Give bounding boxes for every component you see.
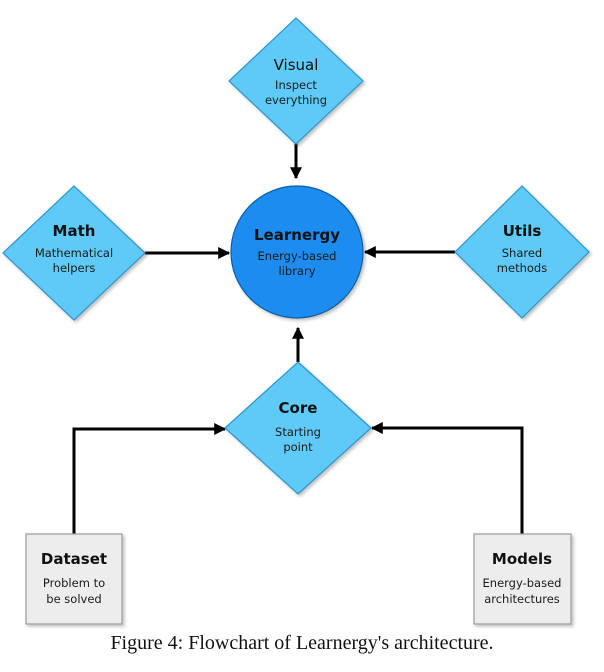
utils-subtitle-line2: methods [497, 261, 547, 275]
math-diamond [2, 185, 146, 321]
core-title: Core [279, 399, 318, 417]
dataset-subtitle-line2: be solved [46, 592, 101, 606]
learnergy-subtitle-line2: library [279, 264, 316, 278]
math-title: Math [53, 222, 96, 240]
models-box [473, 533, 572, 625]
dataset-title: Dataset [41, 550, 107, 568]
math-subtitle-line2: helpers [53, 261, 96, 275]
core-subtitle-line1: Starting [275, 425, 321, 439]
dataset-subtitle-line1: Problem to [43, 576, 105, 590]
models-title: Models [492, 550, 552, 568]
learnergy-circle [230, 185, 364, 319]
math-subtitle-line1: Mathematical [35, 246, 113, 260]
visual-subtitle-line1: Inspect [275, 78, 317, 92]
node-utils: Utils Shared methods [454, 185, 590, 319]
node-learnergy: Learnergy Energy-based library [230, 185, 364, 319]
visual-diamond [228, 17, 364, 145]
edges [72, 140, 524, 534]
learnergy-subtitle-line1: Energy-based [258, 249, 337, 263]
node-models: Models Energy-based architectures [473, 533, 572, 625]
dataset-box [25, 533, 123, 625]
figure-caption: Figure 4: Flowchart of Learnergy's archi… [110, 632, 494, 654]
node-math: Math Mathematical helpers [2, 185, 146, 321]
node-visual: Visual Inspect everything [228, 17, 364, 145]
node-dataset: Dataset Problem to be solved [25, 533, 123, 625]
edge-models-to-core [370, 422, 524, 534]
utils-diamond [454, 185, 590, 319]
core-subtitle-line2: point [283, 440, 313, 454]
edge-dataset-to-core [72, 423, 227, 534]
models-subtitle-line1: Energy-based [483, 576, 562, 590]
visual-subtitle-line2: everything [265, 93, 327, 107]
visual-title: Visual [274, 56, 319, 74]
utils-title: Utils [503, 222, 542, 240]
node-core: Core Starting point [224, 361, 372, 495]
models-subtitle-line2: architectures [484, 592, 560, 606]
learnergy-title: Learnergy [254, 226, 340, 244]
utils-subtitle-line1: Shared [502, 246, 543, 260]
core-diamond [224, 361, 372, 495]
